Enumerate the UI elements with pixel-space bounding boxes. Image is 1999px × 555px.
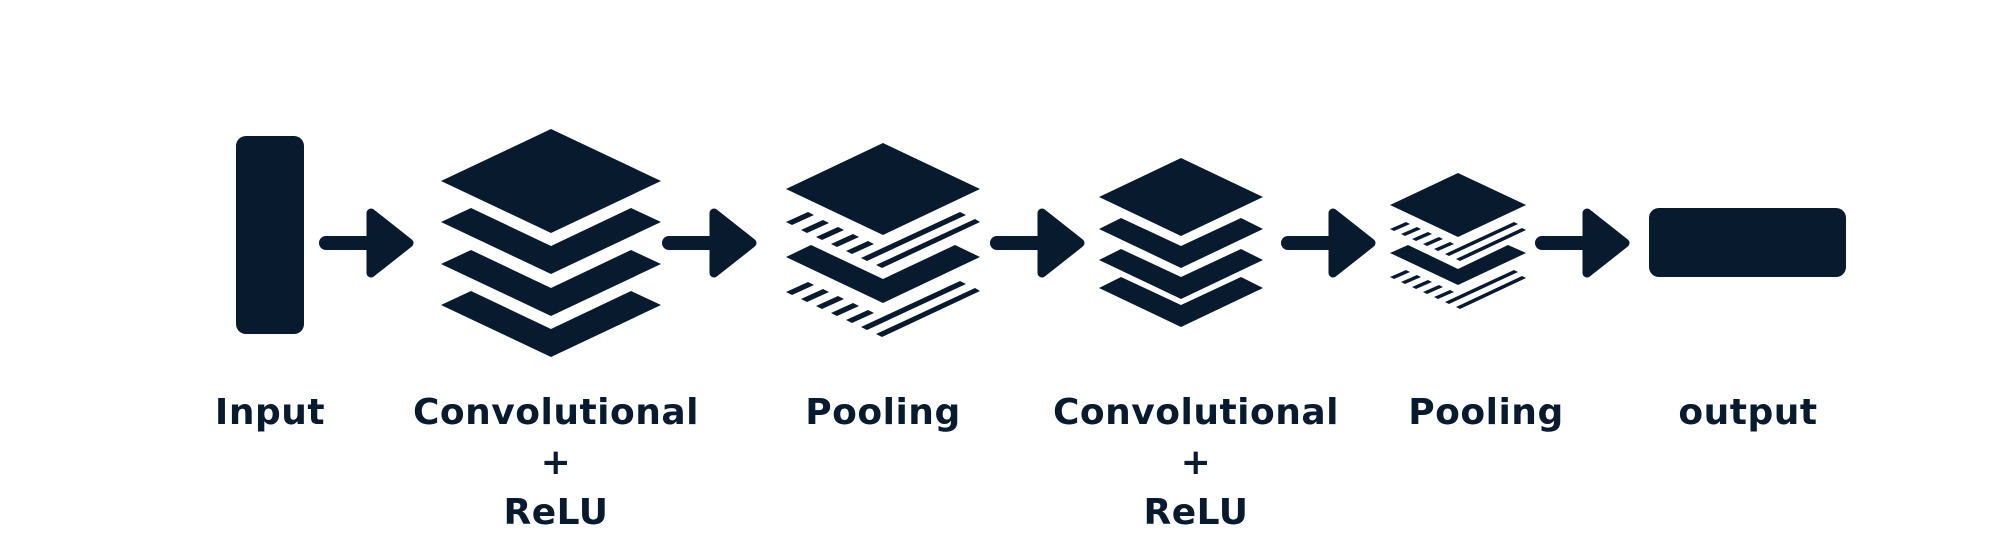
label-conv-2-line-1: Convolutional [1053,392,1339,433]
label-pooling-1-line-1: Pooling [805,392,961,433]
arrow-icon [319,208,414,278]
label-conv-1-line-2: + [540,442,572,483]
label-output-line-1: output [1678,392,1818,433]
conv-layers-icon [1099,158,1263,327]
pooling-layers-icon [786,143,980,337]
label-conv-1: Convolutional + ReLU [406,388,706,538]
label-output: output [1598,388,1898,438]
label-input: Input [120,388,420,438]
conv-layers-icon [441,129,661,357]
label-conv-1-line-3: ReLU [503,492,609,533]
pooling-layers-icon [1390,173,1526,309]
arrow-icon [1281,208,1376,278]
label-conv-2-line-2: + [1180,442,1212,483]
arrow-icon [990,208,1085,278]
label-conv-1-line-1: Convolutional [413,392,699,433]
label-input-line-1: Input [214,392,326,433]
label-pooling-1: Pooling [733,388,1033,438]
arrow-icon [1535,208,1630,278]
label-pooling-2-line-1: Pooling [1408,392,1564,433]
input-block-icon [236,136,304,334]
arrow-icon [662,208,757,278]
output-block-icon [1649,208,1846,277]
label-pooling-2: Pooling [1336,388,1636,438]
label-conv-2-line-3: ReLU [1143,492,1249,533]
label-conv-2: Convolutional + ReLU [1046,388,1346,538]
